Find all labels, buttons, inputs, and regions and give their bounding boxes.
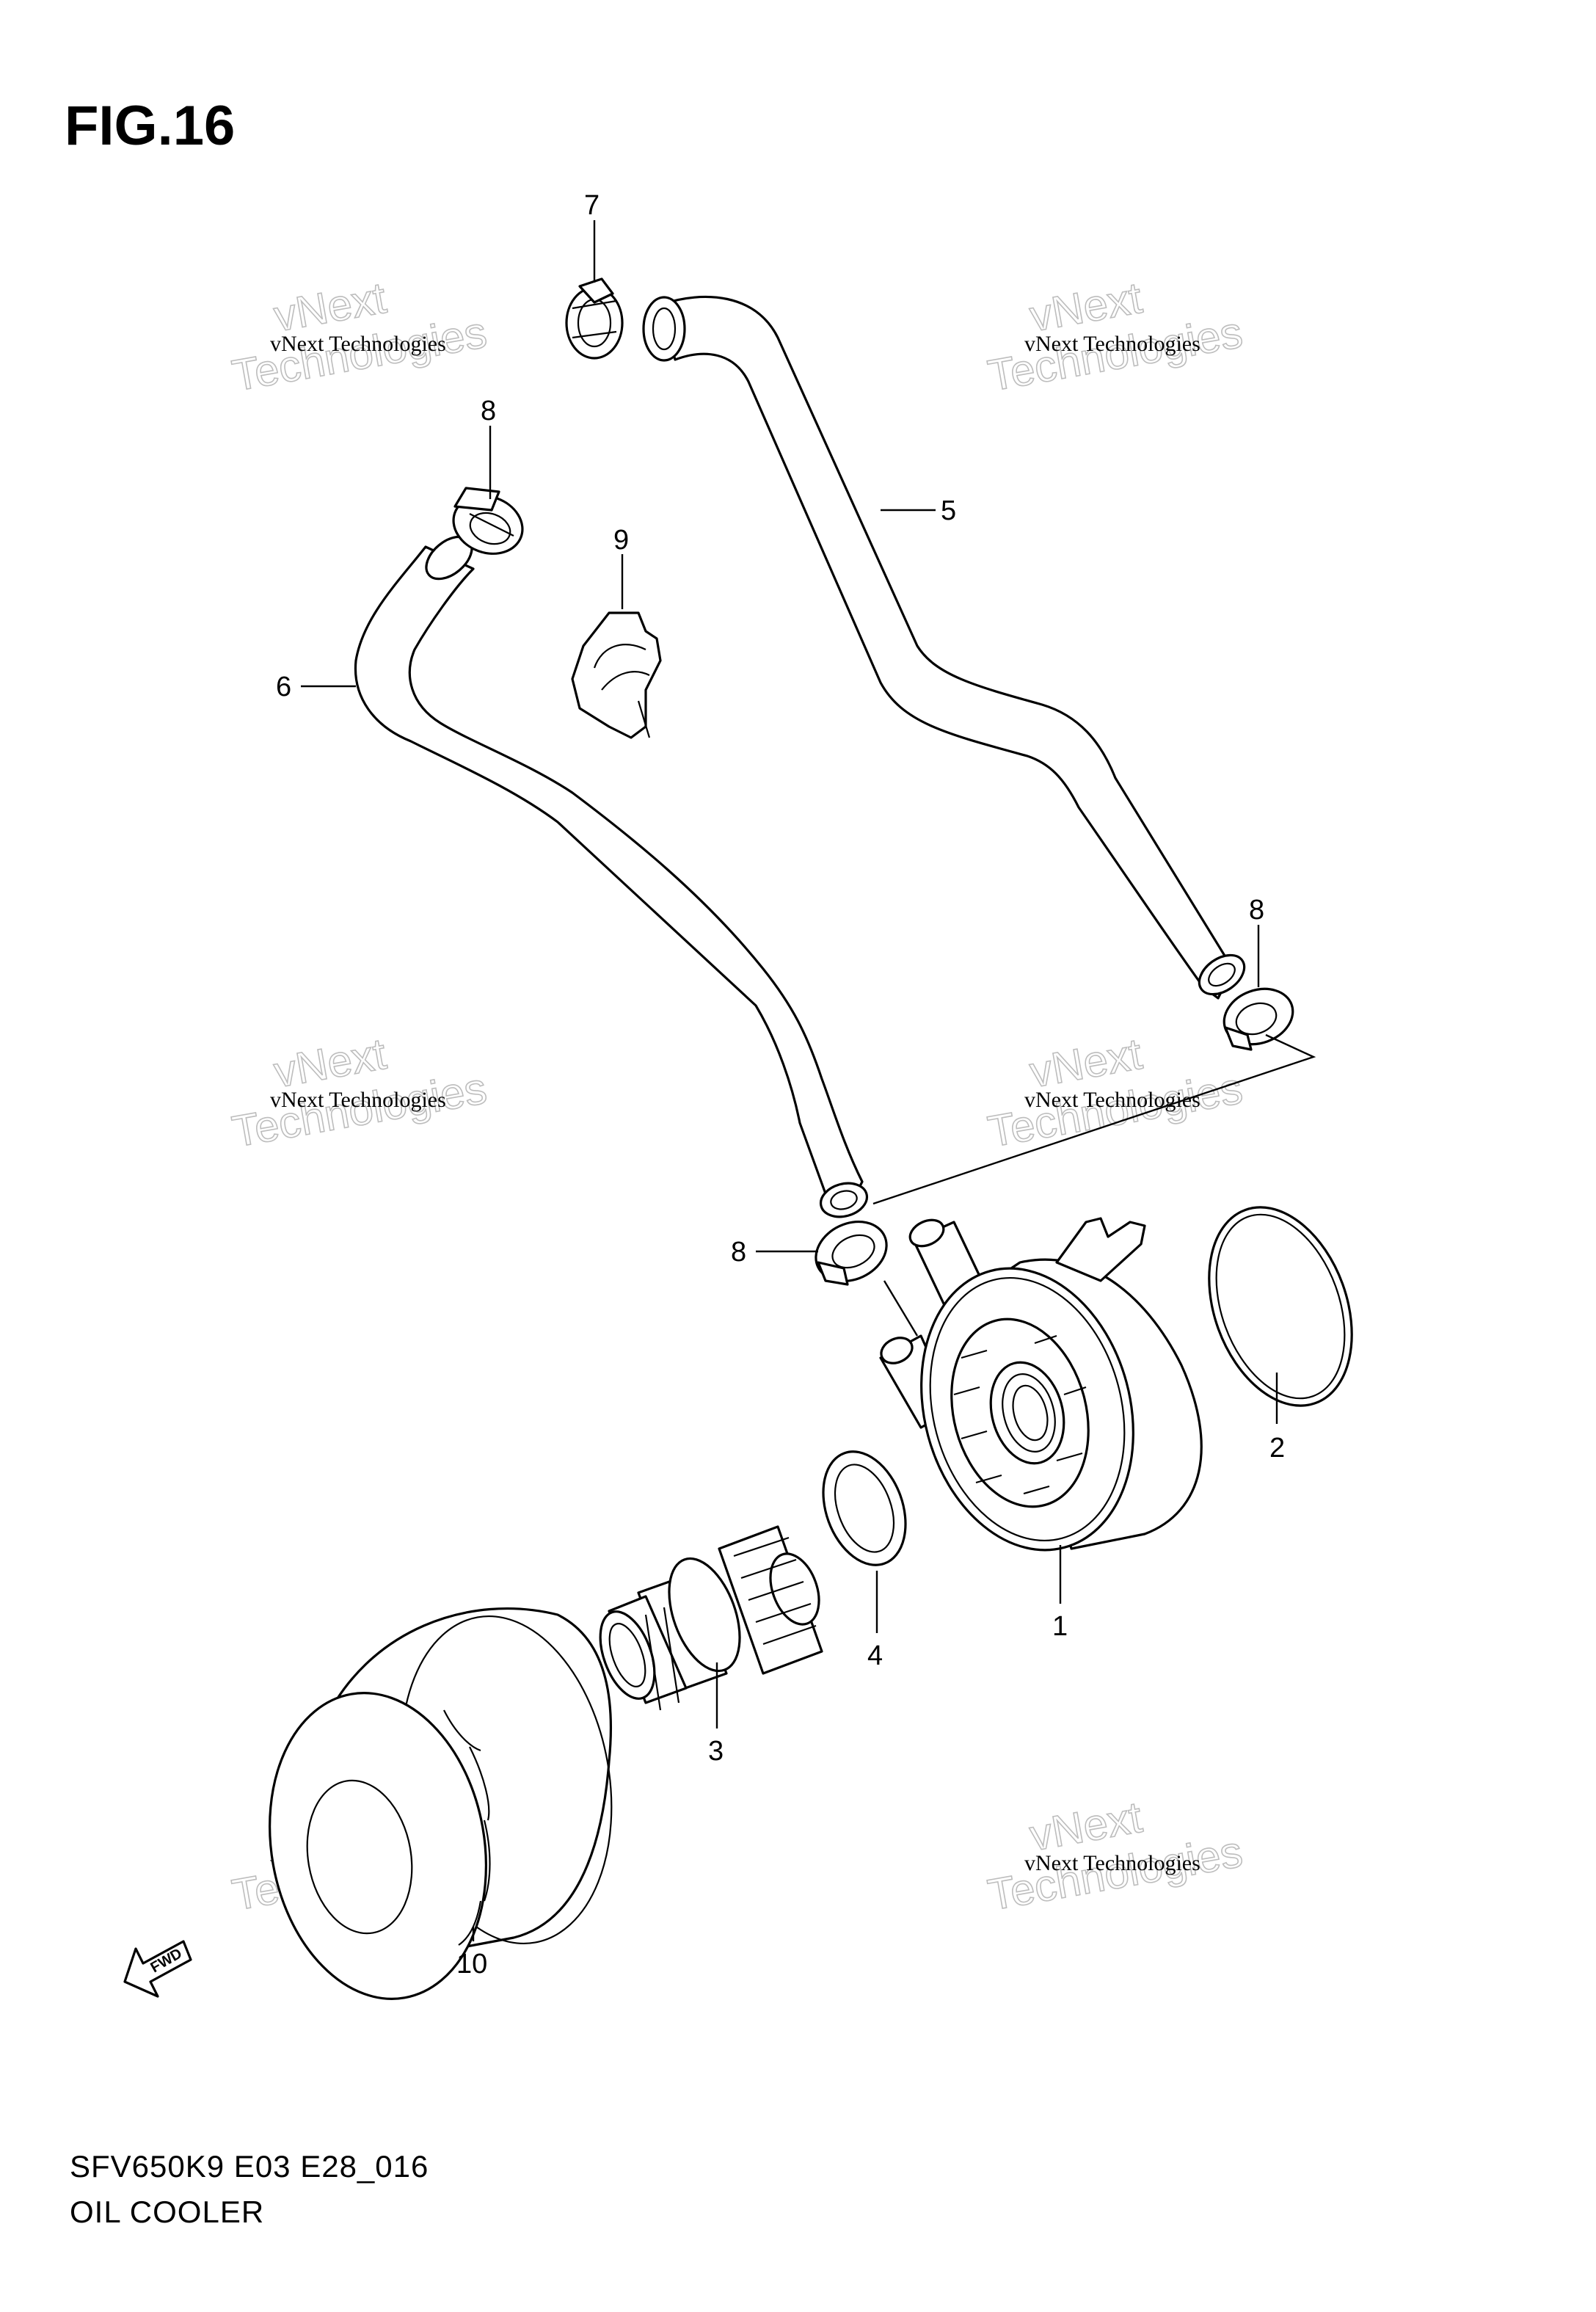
callout-2: 2 [1269, 1433, 1285, 1464]
oil-filter-10 [269, 1607, 613, 2000]
clamp-8-top [452, 487, 524, 555]
callout-10: 10 [456, 1949, 487, 1980]
callout-6: 6 [276, 672, 291, 702]
watermark-bottom-right: vNext Technologies [984, 1792, 1247, 1920]
washer-4 [822, 1450, 907, 1566]
fwd-arrow: FWD [123, 1940, 192, 1998]
hose-5 [642, 295, 1246, 1000]
hose-6 [354, 535, 869, 1218]
clamp-8-bottom [815, 1220, 888, 1286]
callout-8-top: 8 [481, 396, 496, 426]
figure-name: OIL COOLER [70, 2195, 265, 2229]
callout-7: 7 [584, 190, 600, 221]
callout-5: 5 [941, 495, 956, 526]
o-ring-2 [1208, 1206, 1353, 1407]
callout-4: 4 [867, 1640, 883, 1671]
clamp-7 [565, 277, 624, 360]
watermark-text: vNext Technologies [1024, 1851, 1200, 1875]
callouts: 7 8 9 5 6 8 8 2 1 4 3 10 [276, 190, 1285, 1980]
clamp-9 [571, 611, 662, 739]
figure-code: SFV650K9 E03 E28_016 [70, 2149, 429, 2184]
watermark-top-right: vNext Technologies [984, 272, 1247, 401]
watermark-text: vNext Technologies [270, 1088, 446, 1112]
watermark-text: vNext Technologies [1024, 1088, 1200, 1112]
callout-9: 9 [613, 525, 629, 556]
guide-line-right [872, 1033, 1316, 1205]
watermark-text: vNext Technologies [270, 332, 446, 356]
watermark-mid-left: vNext Technologies [228, 1028, 491, 1157]
callout-3: 3 [708, 1736, 724, 1767]
figure-title: FIG.16 [65, 95, 236, 157]
callout-1: 1 [1052, 1611, 1068, 1642]
clamp-8-right [1222, 987, 1294, 1051]
watermark-mid-right: vNext Technologies [984, 1028, 1247, 1157]
leader-lines [301, 220, 1278, 1941]
callout-8-right: 8 [1249, 895, 1264, 926]
guide-line-bottom [883, 1280, 919, 1337]
union-bolt-3 [599, 1525, 823, 1711]
watermark-text: vNext Technologies [1024, 332, 1200, 356]
watermark-top-left: vNext Technologies [228, 272, 491, 401]
callout-8-bottom: 8 [731, 1237, 746, 1268]
oil-cooler-1 [879, 1217, 1203, 1552]
